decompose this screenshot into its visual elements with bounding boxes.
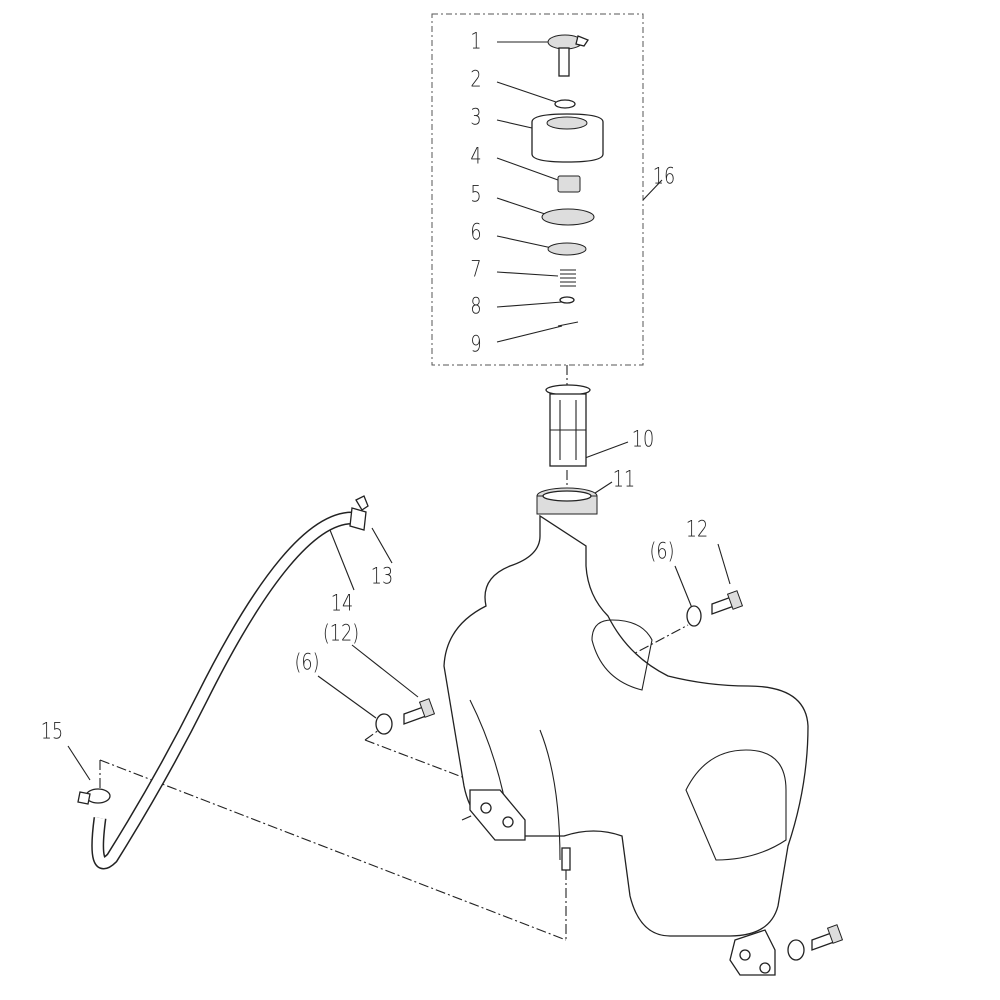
part-4-bushing bbox=[557, 175, 581, 193]
callout-12-left: (12) bbox=[322, 621, 360, 647]
callout-15: 15 bbox=[40, 719, 64, 745]
part-3-cap bbox=[531, 113, 604, 163]
part-7-spring bbox=[560, 269, 576, 287]
callout-6: 6 bbox=[470, 220, 482, 246]
part-6-gasket bbox=[547, 242, 587, 256]
part-12-bolt bbox=[711, 590, 744, 615]
callout-4: 4 bbox=[470, 144, 482, 170]
part-1-key bbox=[547, 34, 589, 77]
callout-13: 13 bbox=[370, 564, 394, 590]
cap-assembly-group-box bbox=[431, 13, 644, 366]
bolt-bottom bbox=[811, 924, 844, 951]
callout-6-left: (6) bbox=[294, 650, 320, 676]
part-6-washer-left bbox=[375, 713, 393, 735]
callout-12: 12 bbox=[685, 517, 709, 543]
callout-5: 5 bbox=[470, 182, 482, 208]
callout-6-right: (6) bbox=[649, 539, 675, 565]
part-8-washer bbox=[559, 296, 575, 304]
part-9-pin bbox=[557, 321, 579, 327]
washer-bottom bbox=[787, 939, 805, 961]
part-13-clamp bbox=[349, 495, 369, 531]
part-14-hose bbox=[91, 511, 353, 870]
callout-9: 9 bbox=[470, 332, 482, 358]
callout-8: 8 bbox=[470, 294, 482, 320]
part-15-clamp bbox=[77, 788, 111, 805]
callout-1: 1 bbox=[470, 29, 482, 55]
callout-14: 14 bbox=[330, 591, 354, 617]
callout-3: 3 bbox=[470, 105, 482, 131]
callout-7: 7 bbox=[470, 257, 482, 283]
fuel-tank bbox=[443, 514, 809, 976]
callout-16: 16 bbox=[652, 164, 676, 190]
callout-11: 11 bbox=[612, 467, 636, 493]
part-6-washer-right bbox=[686, 605, 702, 627]
part-12-bolt-left bbox=[403, 698, 436, 725]
part-2-washer bbox=[554, 99, 576, 109]
part-5-plate bbox=[541, 208, 595, 226]
callout-2: 2 bbox=[470, 67, 482, 93]
part-11-filler-ring bbox=[536, 487, 598, 515]
part-10-strainer bbox=[545, 384, 591, 467]
callout-10: 10 bbox=[631, 427, 655, 453]
